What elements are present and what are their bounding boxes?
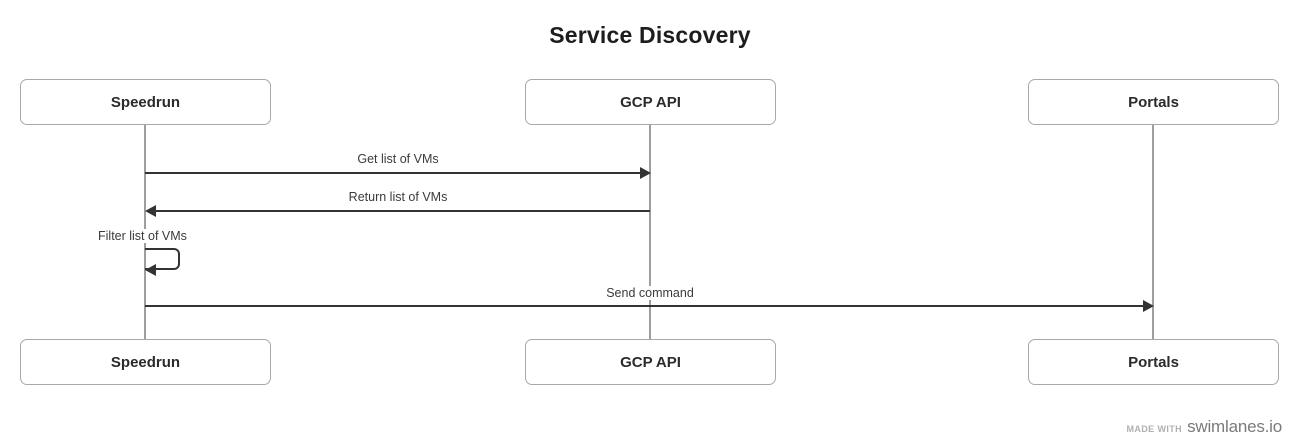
- participant-footer-gcp-api[interactable]: GCP API: [525, 339, 776, 385]
- participant-header-speedrun-label: Speedrun: [110, 93, 181, 111]
- participant-header-speedrun[interactable]: Speedrun: [20, 79, 271, 125]
- footer-made-with-label: MADE WITH: [1126, 424, 1183, 434]
- participant-footer-speedrun-label: Speedrun: [110, 353, 181, 371]
- participant-footer-gcp-api-label: GCP API: [620, 353, 681, 371]
- message-line-send-command: [145, 305, 1145, 307]
- lifeline-gcp-api: [649, 125, 651, 340]
- participant-footer-portals[interactable]: Portals: [1028, 339, 1279, 385]
- arrowhead-right-send-command: [1143, 300, 1154, 312]
- lifeline-portals: [1152, 125, 1154, 340]
- message-label-send-command: Send command: [601, 286, 699, 300]
- arrowhead-left-return-list-of-vms: [145, 205, 156, 217]
- participant-header-portals-label: Portals: [1128, 93, 1179, 111]
- footer-brand-label[interactable]: swimlanes.io: [1187, 417, 1282, 436]
- participant-header-gcp-api-label: GCP API: [620, 93, 681, 111]
- message-label-filter-list-of-vms: Filter list of VMs: [93, 229, 192, 243]
- participant-header-portals[interactable]: Portals: [1028, 79, 1279, 125]
- participant-header-gcp-api[interactable]: GCP API: [525, 79, 776, 125]
- participant-footer-portals-label: Portals: [1128, 353, 1179, 371]
- arrowhead-left-filter-list-of-vms: [145, 264, 156, 276]
- page-title: Service Discovery: [549, 22, 751, 48]
- self-loop-filter-list-of-vms: [145, 248, 180, 270]
- message-line-get-list-of-vms: [145, 172, 642, 174]
- footer-credit[interactable]: MADE WITH swimlanes.io: [1126, 417, 1282, 437]
- message-label-return-list-of-vms: Return list of VMs: [343, 190, 453, 204]
- participant-footer-speedrun[interactable]: Speedrun: [20, 339, 271, 385]
- message-line-return-list-of-vms: [156, 210, 650, 212]
- arrowhead-right-get-list-of-vms: [640, 167, 651, 179]
- message-label-get-list-of-vms: Get list of VMs: [352, 152, 444, 166]
